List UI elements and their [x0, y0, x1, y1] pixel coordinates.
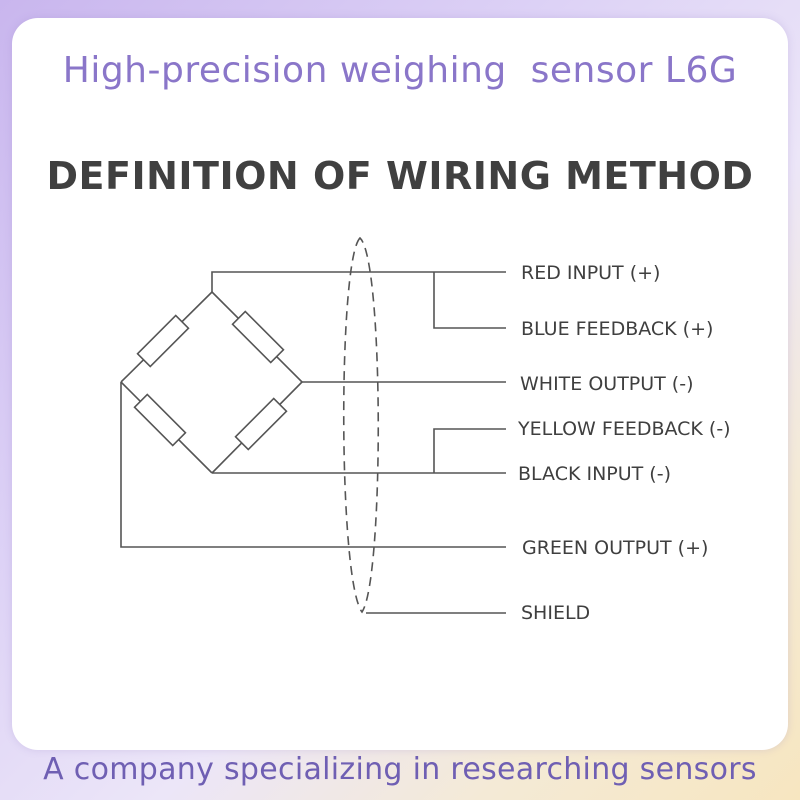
footer-tagline: A company specializing in researching se… — [43, 752, 757, 787]
wire-red — [211, 271, 506, 292]
label-yellow-feedback: YELLOW FEEDBACK (-) — [517, 418, 731, 440]
diagram-heading: DEFINITION OF WIRING METHOD — [46, 154, 754, 198]
wire-blue — [433, 272, 506, 329]
label-white-output: WHITE OUTPUT (-) — [520, 373, 694, 395]
wire-yellow — [433, 428, 506, 473]
resistor-top-right — [231, 310, 285, 364]
resistor-bottom-right — [234, 397, 288, 451]
label-red-input: RED INPUT (+) — [521, 262, 660, 284]
label-shield: SHIELD — [521, 602, 590, 624]
content-card — [12, 18, 788, 750]
label-green-output: GREEN OUTPUT (+) — [522, 537, 708, 559]
page-title: High-precision weighing sensor L6G — [62, 50, 738, 91]
label-blue-feedback: BLUE FEEDBACK (+) — [521, 318, 713, 340]
resistor-bottom-left — [133, 393, 187, 447]
wire-green — [120, 382, 506, 548]
shield-ellipse — [342, 236, 380, 614]
label-black-input: BLACK INPUT (-) — [518, 463, 671, 485]
resistor-top-left — [136, 314, 190, 368]
